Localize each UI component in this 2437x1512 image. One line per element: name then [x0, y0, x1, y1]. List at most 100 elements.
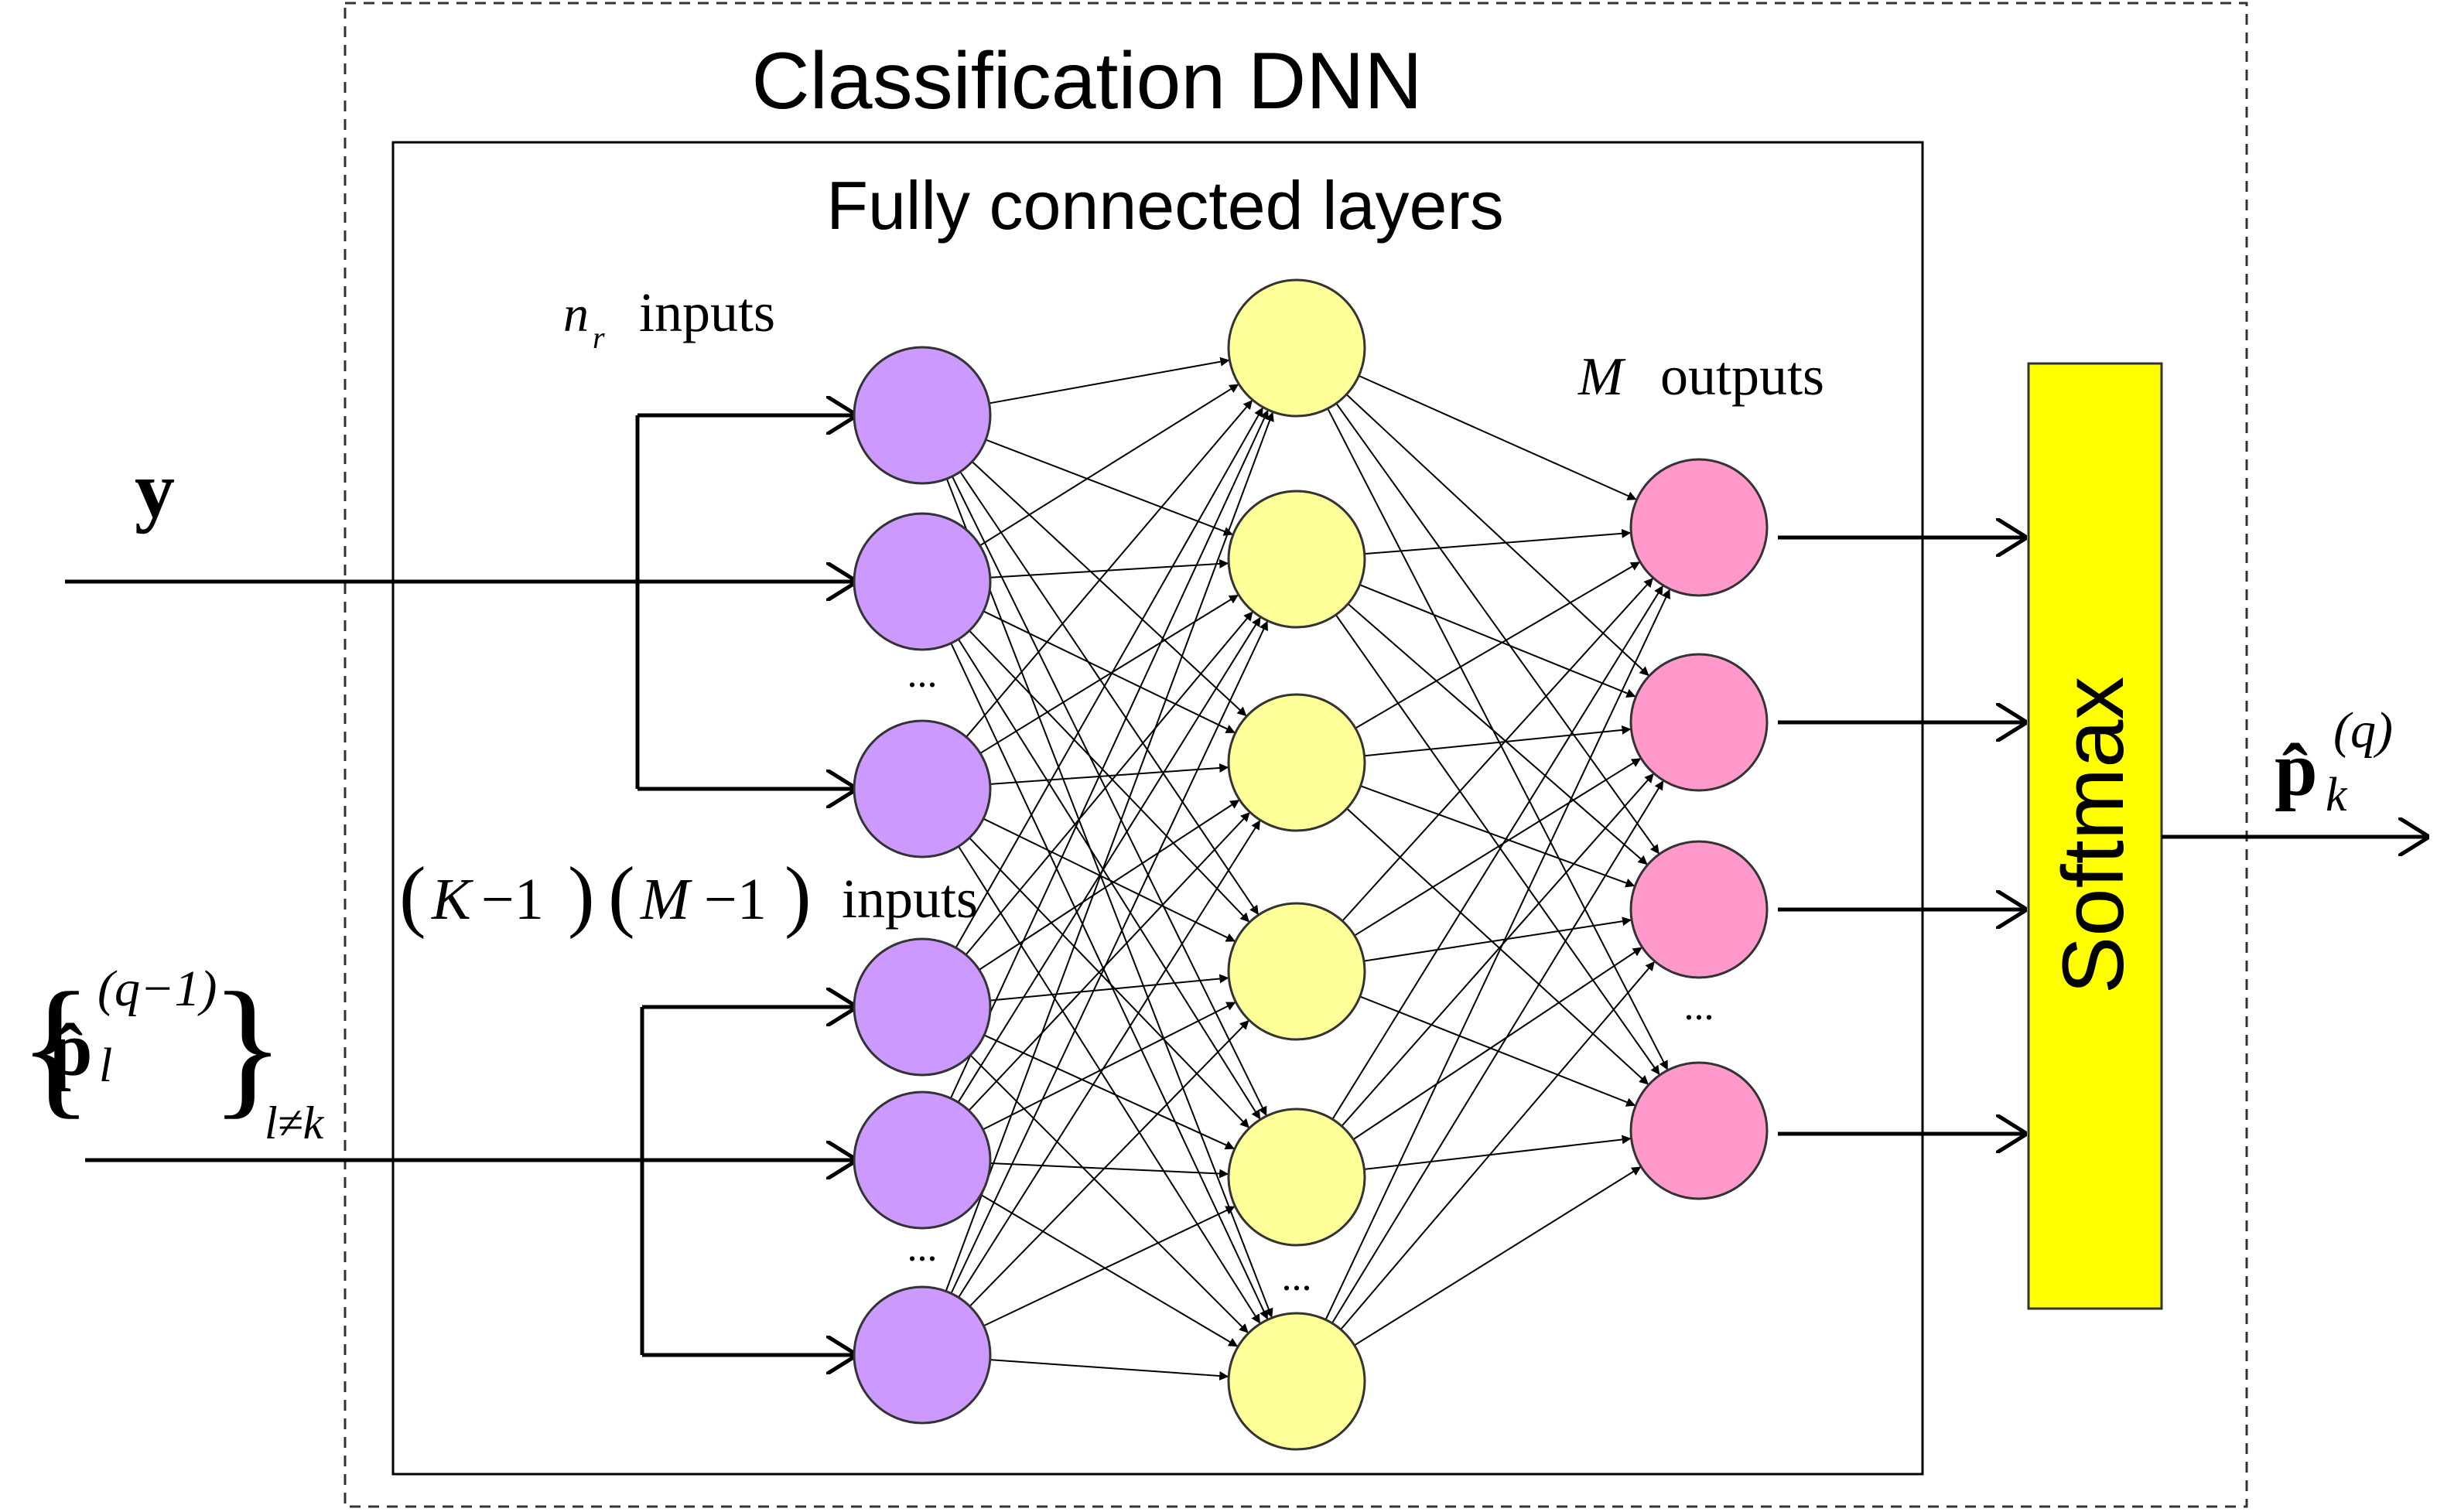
svg-text:M: M: [640, 867, 692, 932]
svg-text:p̂: p̂: [50, 1006, 93, 1092]
connection-edge: [980, 1193, 1239, 1348]
connection-edge: [945, 411, 1274, 1292]
hidden-layer-node: [1227, 278, 1366, 418]
svg-text:−1: −1: [704, 867, 767, 932]
connection-edges: [945, 357, 1671, 1381]
connection-edge: [1346, 807, 1649, 1086]
svg-text:inputs: inputs: [842, 868, 978, 930]
p-output-label: p̂ k (q): [2275, 702, 2393, 821]
svg-text:k: k: [2326, 769, 2348, 821]
nr-inputs-label: n r inputs: [563, 282, 775, 355]
input-layer-node: [853, 512, 992, 651]
connection-edge: [966, 399, 1253, 738]
connection-edge: [957, 616, 1262, 1103]
hidden-layer-node: [1227, 1108, 1366, 1247]
svg-text:r: r: [593, 320, 605, 355]
input-layer-node: [853, 937, 992, 1077]
connection-edge: [965, 610, 1254, 956]
connection-edge: [958, 845, 1261, 1325]
hidden-layer-node: [1227, 902, 1366, 1041]
connection-edge: [950, 620, 1269, 1294]
fully-connected-box: [391, 141, 1924, 1476]
output-layer-node: [1629, 458, 1769, 597]
connection-edge: [979, 799, 1240, 971]
connection-edge: [989, 1359, 1229, 1381]
input-ellipsis-2: ...: [907, 1226, 938, 1270]
softmax-block: [2027, 362, 2163, 1310]
output-layer-node: [1629, 840, 1769, 979]
softmax-input-lines: [1778, 538, 2027, 1134]
connection-edge: [983, 610, 1236, 734]
connection-edge: [1359, 584, 1636, 698]
connection-edge: [1364, 1135, 1632, 1170]
diagram-title: Classification DNN: [752, 36, 1423, 126]
connection-edge: [1363, 916, 1632, 962]
connection-edge: [1340, 961, 1656, 1330]
softmax-label: Softmax: [2045, 677, 2141, 995]
y-input-label: y: [135, 445, 175, 534]
connection-edge: [983, 817, 1236, 943]
connection-edge: [1345, 394, 1650, 677]
connection-edge: [950, 643, 1269, 1320]
connection-edge: [989, 558, 1229, 579]
hidden-layer-node: [1227, 490, 1366, 629]
m-outputs-label: M outputs: [1577, 345, 1824, 407]
svg-text:K: K: [431, 867, 473, 932]
svg-text:l: l: [99, 1039, 112, 1092]
connection-edge: [955, 407, 1264, 948]
svg-text:M: M: [1577, 347, 1626, 407]
connection-edge: [949, 409, 1270, 1099]
output-ellipsis: ...: [1684, 985, 1714, 1029]
svg-text:): ): [784, 851, 812, 940]
connection-edge: [1364, 725, 1632, 757]
svg-text:p̂: p̂: [2275, 726, 2318, 812]
svg-text:): ): [568, 851, 595, 940]
connection-edge: [1347, 603, 1649, 865]
hidden-ellipsis: ...: [1282, 1255, 1312, 1299]
output-layer-node: [1629, 653, 1769, 792]
svg-text:(q−1): (q−1): [97, 961, 217, 1017]
connection-edge: [989, 1162, 1229, 1179]
connection-edge: [1355, 561, 1641, 729]
km-inputs-label: ( K −1 ) ( M −1 ) inputs: [399, 851, 978, 940]
connection-edge: [989, 974, 1229, 1002]
p-prev-input-label: { p̂ l (q−1) } l≠k: [19, 961, 325, 1149]
connection-edge: [968, 811, 1251, 1111]
input-layer-node: [853, 346, 992, 485]
connection-edge: [983, 1205, 1236, 1327]
connection-edge: [945, 478, 1273, 1319]
svg-text:(: (: [399, 851, 426, 940]
input-layer-node: [853, 1285, 992, 1425]
svg-text:−1: −1: [481, 867, 544, 932]
y-input-lines: [65, 415, 857, 789]
hidden-layer-node: [1227, 693, 1366, 832]
connection-edge: [983, 1001, 1236, 1131]
input-layer-node: [853, 1090, 992, 1230]
input-layer-node: [853, 719, 992, 858]
connection-edge: [979, 383, 1239, 547]
connection-edge: [959, 471, 1260, 916]
svg-text:inputs: inputs: [639, 282, 775, 343]
connection-edge: [969, 1019, 1250, 1307]
svg-text:(q): (q): [2333, 702, 2393, 759]
fully-connected-label: Fully connected layers: [826, 167, 1504, 244]
input-ellipsis-1: ...: [907, 652, 938, 696]
svg-text:n: n: [563, 286, 589, 343]
hidden-layer-node: [1227, 1312, 1366, 1451]
connection-edge: [951, 476, 1268, 1117]
connection-edge: [1364, 528, 1632, 555]
connection-edge: [1324, 589, 1671, 1320]
svg-text:outputs: outputs: [1660, 345, 1824, 407]
connection-edge: [1327, 408, 1669, 1071]
svg-text:{: {: [19, 961, 93, 1132]
connection-edge: [1335, 614, 1661, 1076]
connection-edge: [1341, 773, 1655, 1127]
connection-edge: [1331, 585, 1664, 1120]
svg-text:(: (: [608, 851, 635, 940]
svg-text:}: }: [210, 961, 285, 1132]
connection-edge: [989, 763, 1229, 785]
p-input-lines: [85, 1007, 857, 1355]
connection-edge: [1335, 402, 1660, 855]
connection-edge: [985, 439, 1234, 536]
